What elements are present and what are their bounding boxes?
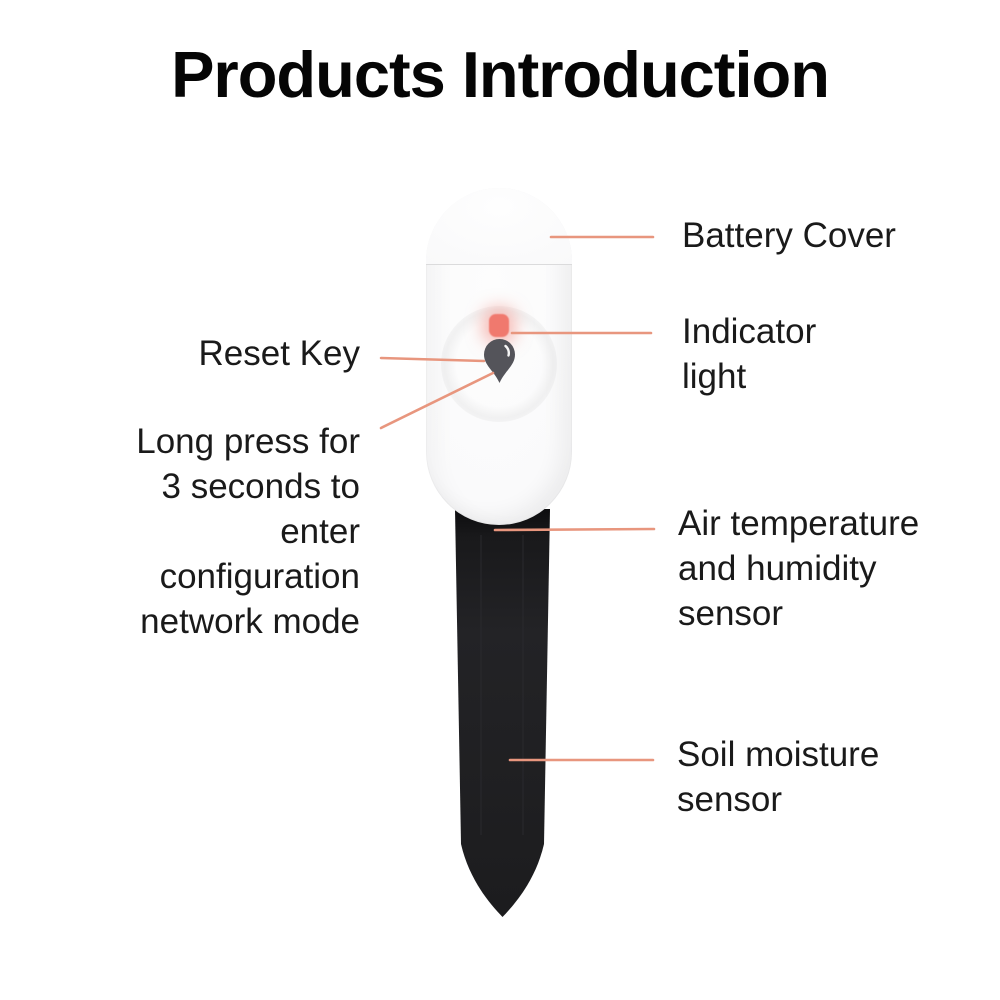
battery-cover	[426, 188, 572, 265]
reset-key-note-label: Long press for 3 seconds to enter config…	[136, 422, 360, 641]
indicator-led-icon	[489, 314, 509, 337]
battery-cover-label: Battery Cover	[682, 216, 896, 255]
soil-moisture-sensor-label: Soil moisture sensor	[677, 735, 880, 819]
reset-key-label: Reset Key	[198, 334, 360, 373]
indicator-light-label: Indicator light	[682, 312, 817, 396]
soil-probe	[455, 509, 550, 917]
leader-line-air-temp-sensor	[493, 527, 656, 532]
air-temp-sensor-label: Air temperature and humidity sensor	[678, 504, 920, 633]
page-title: Products Introduction	[171, 38, 830, 111]
